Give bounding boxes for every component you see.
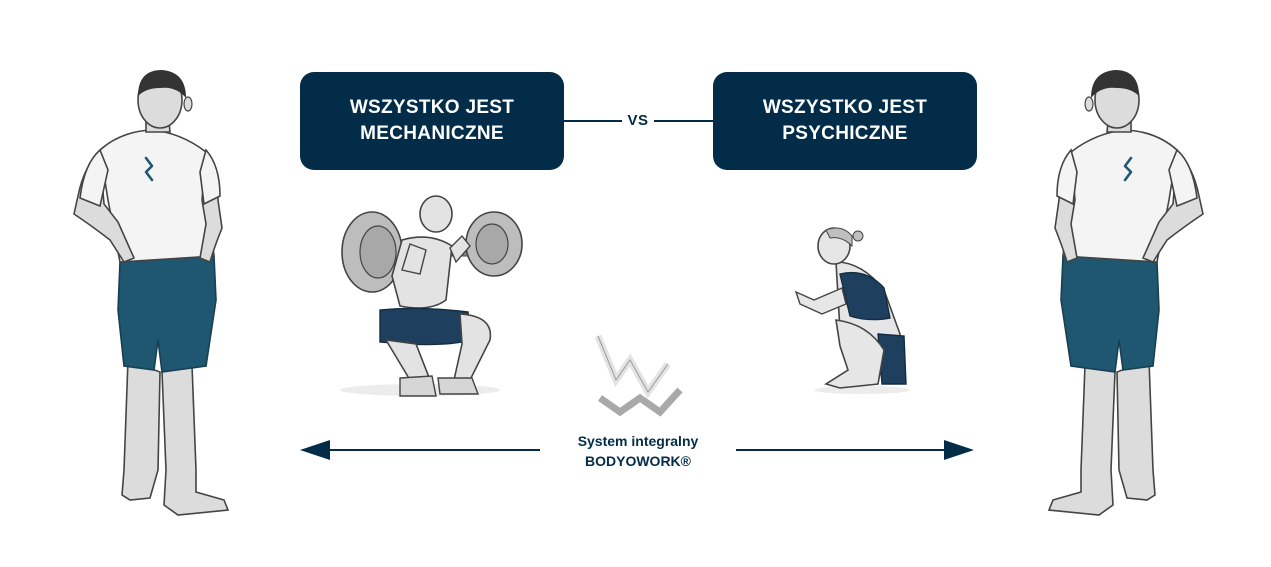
mechanical-label-box: WSZYSTKO JEST MECHANICZNE	[300, 72, 564, 170]
psychical-label-line1: WSZYSTKO JEST	[762, 97, 928, 118]
integral-system-caption: System integralny BODYOWORK®	[540, 431, 736, 471]
psychical-label-box: WSZYSTKO JEST PSYCHICZNE	[713, 72, 977, 170]
psychical-label-line2: PSYCHICZNE	[782, 123, 908, 144]
bodyowork-logo-icon	[594, 334, 683, 417]
caption-line2: BODYOWORK®	[585, 453, 691, 469]
squatting-lifter-icon	[340, 195, 523, 397]
mechanical-label-line1: WSZYSTKO JEST	[349, 97, 515, 118]
standing-man-left-icon	[72, 68, 230, 517]
mechanical-label-line2: MECHANICZNE	[360, 123, 504, 144]
standing-man-right-icon	[1047, 68, 1205, 517]
squatting-woman-icon	[794, 227, 910, 394]
vs-label: VS	[627, 112, 649, 129]
caption-line1: System integralny	[577, 433, 699, 449]
